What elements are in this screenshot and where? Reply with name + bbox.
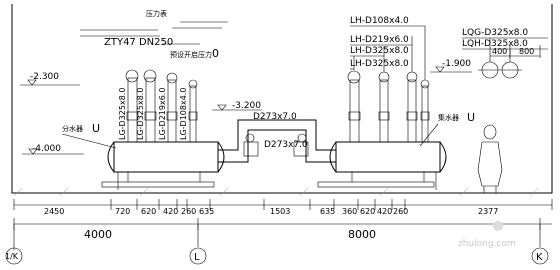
human-figure [477,124,503,193]
span-dim-1: 4000 [84,228,112,241]
bottom-dim-12: 260 [393,207,408,216]
water-distributor-vessel [101,141,225,190]
valve-label: ZTY47 DN250 [104,37,173,48]
room-outline [11,4,553,194]
axis-label-center: L [194,252,200,263]
far-right-pipe-label-2: LQH-D325x8.0 [462,39,528,49]
right-pipe-label-1: LH-D108x4.0 [350,16,409,26]
watermark-text: zhulong.com [458,239,516,249]
elevation-right: -1.900 [430,59,472,73]
elevation-left-upper-label: -2.300 [30,72,59,82]
floor-hatch [13,187,539,197]
elevation-right-label: -1.900 [442,59,471,69]
axis-marker-left: 1/K [5,224,23,265]
far-right-dim-1: 400 [492,47,507,56]
bottom-dim-1: 2450 [44,207,64,216]
bottom-dim-8: 635 [320,207,335,216]
bottom-dim-3: 620 [141,207,156,216]
left-header-leader [61,133,117,149]
watermark-logo: zhulong.com [458,221,516,249]
left-risers [125,69,198,143]
bottom-dim-2: 720 [115,207,130,216]
left-pipe-label-4: LG-D108x4.0 [179,88,188,140]
bottom-dim-4: 420 [163,207,178,216]
bottom-dim-7: 1503 [270,207,290,216]
elevation-center: -3.200 [212,101,262,111]
elevation-center-label: -3.200 [232,101,261,111]
far-right-pipe-label-1: LQG-D325x8.0 [462,28,528,38]
axis-label-right: K [536,252,543,263]
right-pipe-label-2: LH-D219x6.0 [350,35,409,45]
left-pipe-label-1: LG-D325x8.0 [118,88,127,140]
left-header-name: 分水器 [62,124,83,133]
right-header-leader [419,123,439,147]
left-pipe-label-2: LG-D325x8.0 [136,88,145,140]
right-label-underlines [350,25,425,70]
right-risers [347,26,430,143]
dimension-line [13,199,553,210]
right-pipe-label-3: LH-D325x8.0 [350,46,409,56]
bottom-dim-11: 420 [377,207,392,216]
axis-marker-right: K [531,224,549,265]
bottom-dim-5: 260 [181,207,196,216]
left-header-flag: U [92,122,100,135]
bottom-dim-9: 360 [342,207,357,216]
water-collector-vessel [317,141,447,190]
elevation-left-lower: -4.000 [22,144,84,155]
far-right-pipe-sections [462,37,548,79]
valve-open-value: 0 [212,47,219,60]
center-pipe-label-upper: D273x7.0 [253,112,297,122]
left-pipe-label-3: LG-D219x6.0 [158,88,167,140]
right-header-flag: U [467,111,475,124]
far-right-dim-2: 800 [519,47,534,56]
axis-marker-center: L [189,224,207,265]
bottom-dim-13: 2377 [478,207,498,216]
elevation-left-upper: -2.300 [20,72,80,86]
right-pipe-label-4: LH-D325x8.0 [350,59,409,69]
elevation-left-lower-label: -4.000 [32,144,61,154]
center-pipe-label-lower: D273x7.0 [264,140,308,150]
span-dim-2: 8000 [348,228,376,241]
right-header-name: 集水器 [438,113,459,122]
ceiling-pipe-connections [80,21,228,45]
valve-open-label: 预设开启压力 [170,50,212,59]
center-connection-loop [218,119,336,163]
axis-label-left: 1/K [5,252,19,261]
bottom-dim-10: 620 [360,207,375,216]
bottom-dim-6: 635 [199,207,214,216]
pressure-gauge-label: 压力表 [146,9,167,18]
